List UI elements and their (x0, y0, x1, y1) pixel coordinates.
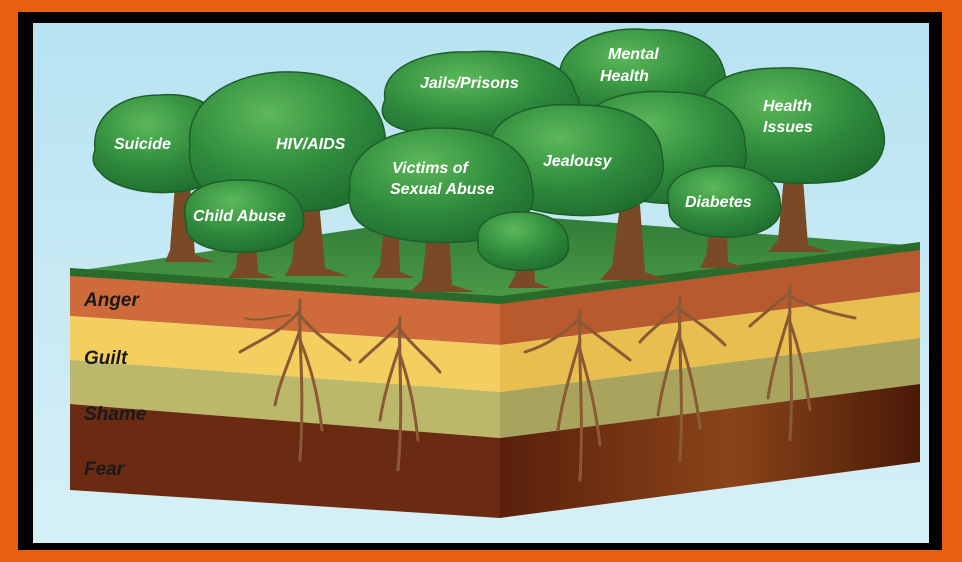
layer-label-anger: Anger (83, 290, 141, 311)
tree-label-hiv-aids: HIV/AIDS (276, 136, 346, 153)
canopy-small-center (478, 212, 569, 270)
tree-label-child-abuse: Child Abuse (193, 208, 286, 225)
tree-label-jails-prisons: Jails/Prisons (420, 75, 519, 92)
layer-label-shame: Shame (84, 404, 147, 425)
layer-label-fear: Fear (84, 459, 126, 480)
tree-label-diabetes: Diabetes (685, 194, 752, 211)
tree-label-suicide: Suicide (114, 136, 171, 153)
layer-label-guilt: Guilt (84, 348, 128, 369)
tree-label-jealousy: Jealousy (543, 153, 613, 170)
